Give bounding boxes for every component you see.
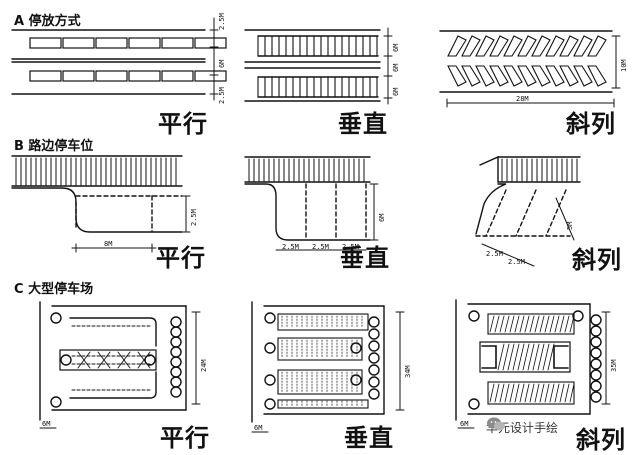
caption-c-vertical: 垂直: [344, 424, 394, 452]
caption-b-oblique: 斜列: [572, 246, 622, 274]
section-title-b: B 路边停车位: [14, 139, 94, 154]
dim-b-vertical-1: 6M: [378, 213, 386, 222]
c-parallel-drawing: [39, 301, 201, 429]
caption-a-vertical: 垂直: [338, 110, 388, 138]
dim-a-vertical-2: 6M: [392, 63, 400, 72]
dim-c-vertical-2: 6M: [254, 424, 263, 432]
c-oblique-drawing: [455, 299, 611, 429]
section-title-a: A 停放方式: [14, 14, 81, 29]
dim-a-oblique-1: 10M: [620, 59, 628, 72]
watermark: 华元设计手绘: [486, 416, 558, 438]
c-vertical-drawing: [251, 301, 405, 433]
caption-c-parallel: 平行: [160, 424, 210, 452]
dim-c-vertical-1: 34M: [404, 365, 412, 378]
b-parallel-drawing: [11, 155, 191, 253]
section-title-c: C 大型停车场: [14, 282, 94, 297]
a-vertical-drawing: [244, 27, 393, 105]
caption-b-parallel: 平行: [156, 244, 206, 272]
dim-a-vertical-1: 6M: [392, 43, 400, 52]
dim-c-oblique-2: 6M: [460, 420, 469, 428]
dim-b-parallel-2: 8M: [104, 240, 113, 248]
wechat-icon: [487, 417, 505, 431]
caption-b-vertical: 垂直: [340, 244, 390, 272]
caption-a-oblique: 斜列: [566, 110, 616, 138]
dim-c-oblique-1: 35M: [610, 359, 618, 372]
dim-a-vertical-3: 6M: [392, 87, 400, 96]
caption-c-oblique: 斜列: [576, 426, 626, 454]
a-parallel-drawing: [11, 17, 227, 101]
dim-b-vertical-3: 2.5M: [312, 243, 329, 251]
dim-c-parallel-1: 24M: [200, 359, 208, 372]
dim-c-parallel-2: 6M: [42, 420, 51, 428]
dim-b-oblique-2: 2.5M: [486, 250, 503, 258]
b-vertical-drawing: [244, 156, 379, 251]
dim-a-parallel-3: 2.5M: [218, 87, 226, 104]
dim-b-oblique-3: 2.5M: [508, 258, 525, 266]
dim-b-vertical-2: 2.5M: [282, 243, 299, 251]
dim-a-parallel-1: 2.5M: [218, 13, 226, 30]
dim-a-parallel-2: 6M: [218, 59, 226, 68]
dim-b-parallel-1: 2.5M: [190, 209, 198, 226]
dim-a-oblique-2: 28M: [516, 95, 529, 103]
dim-b-vertical-4: 2.5M: [342, 243, 359, 251]
dim-b-oblique-1: 5M: [566, 221, 574, 230]
b-oblique-drawing: [475, 155, 581, 267]
a-oblique-drawing: [439, 30, 621, 108]
caption-a-parallel: 平行: [158, 110, 208, 138]
